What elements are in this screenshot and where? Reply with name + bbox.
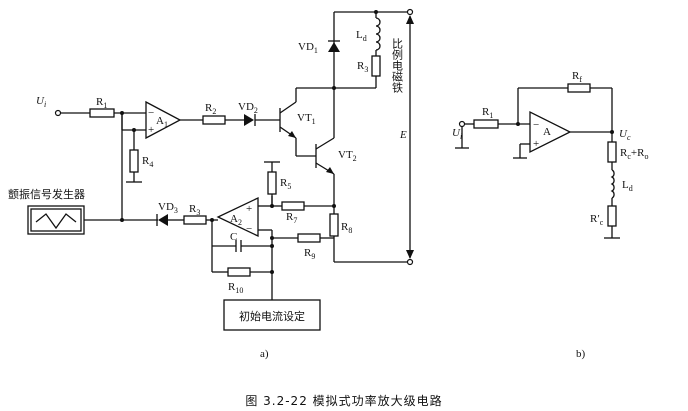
diode-vd3 (158, 214, 168, 226)
resistor-rc-prime (607, 205, 617, 227)
dither-generator-label: 颤振信号发生器 (8, 187, 85, 201)
vd2-label: VD2 (238, 101, 258, 115)
vd1-label: VD1 (298, 41, 318, 55)
panel-b: Rf Ui R1 − + A Uc Rc+Ro Ld (452, 70, 648, 360)
initial-current-label: 初始电流设定 (239, 309, 305, 323)
dither-generator-box (27, 205, 85, 235)
panel-b-resistor-r1 (473, 119, 499, 129)
panel-a-label: a) (260, 348, 269, 360)
rc-prime-label: R′c (590, 213, 604, 227)
resistor-r7 (281, 201, 305, 211)
r1-label: R1 (96, 96, 107, 110)
panel-b-r1-label: R1 (482, 106, 493, 120)
input-terminal (54, 109, 62, 117)
r4-label: R4 (142, 155, 153, 169)
panel-b-input-terminal (458, 120, 466, 128)
opamp-a-label: A (543, 126, 551, 138)
vd3-label: VD3 (158, 201, 178, 215)
resistor-rc-ro (607, 141, 617, 163)
vt1-label: VT1 (297, 112, 316, 126)
panel-b-inductor-ld (610, 169, 615, 199)
resistor-r4 (129, 149, 139, 173)
supply-terminal-bottom (406, 258, 414, 266)
opamp-a2 (216, 196, 259, 238)
vt2-label: VT2 (338, 149, 357, 163)
panel-b-label: b) (576, 348, 586, 360)
resistor-r5 (267, 171, 277, 195)
r10-label: R10 (228, 281, 243, 295)
r2-label: R2 (205, 102, 216, 116)
svg-text:−: − (246, 223, 252, 235)
opamp-a (529, 110, 572, 154)
svg-text:+: + (533, 138, 539, 150)
r7-label: R7 (286, 211, 297, 225)
r5-label: R5 (280, 177, 291, 191)
solenoid-label: 比例电磁铁 (391, 38, 404, 93)
resistor-r9 (297, 233, 321, 243)
opamp-a1 (145, 100, 182, 140)
resistor-r3-feedback (183, 215, 207, 225)
svg-text:−: − (148, 107, 154, 119)
uc-label: Uc (619, 128, 631, 142)
inductor-ld (375, 17, 381, 51)
panel-b-input-label: Ui (452, 127, 462, 141)
svg-text:+: + (246, 203, 252, 215)
r9-label: R9 (304, 247, 315, 261)
rc-ro-label: Rc+Ro (620, 147, 648, 161)
resistor-rf (567, 83, 591, 93)
svg-text:−: − (533, 119, 539, 131)
a2-label: A2 (230, 213, 242, 227)
figure-caption: 图 3.2-22 模拟式功率放大级电路 (245, 393, 442, 408)
resistor-r10 (227, 267, 251, 277)
diode-vd1 (328, 42, 340, 52)
r8-label: R8 (341, 221, 352, 235)
resistor-r3-load (371, 55, 381, 77)
resistor-r1 (89, 108, 115, 118)
a1-label: A1 (156, 115, 168, 129)
svg-text:+: + (148, 124, 154, 136)
r3-load-label: R3 (357, 60, 368, 74)
resistor-r8 (329, 213, 339, 237)
rf-label: Rf (572, 70, 582, 84)
initial-current-box (223, 299, 321, 331)
panel-a: Ui R1 − + A1 R4 R2 VD2 (8, 8, 414, 360)
c-label: C (230, 231, 237, 243)
resistor-r2 (202, 115, 226, 125)
r3-feedback-label: R3 (189, 203, 200, 217)
supply-terminal-top (406, 8, 414, 16)
supply-e-label: E (399, 129, 407, 141)
panel-b-ld-label: Ld (622, 179, 633, 193)
ld-label: Ld (356, 29, 367, 43)
input-ui-label: Ui (36, 95, 46, 109)
diode-vd2 (244, 114, 254, 126)
